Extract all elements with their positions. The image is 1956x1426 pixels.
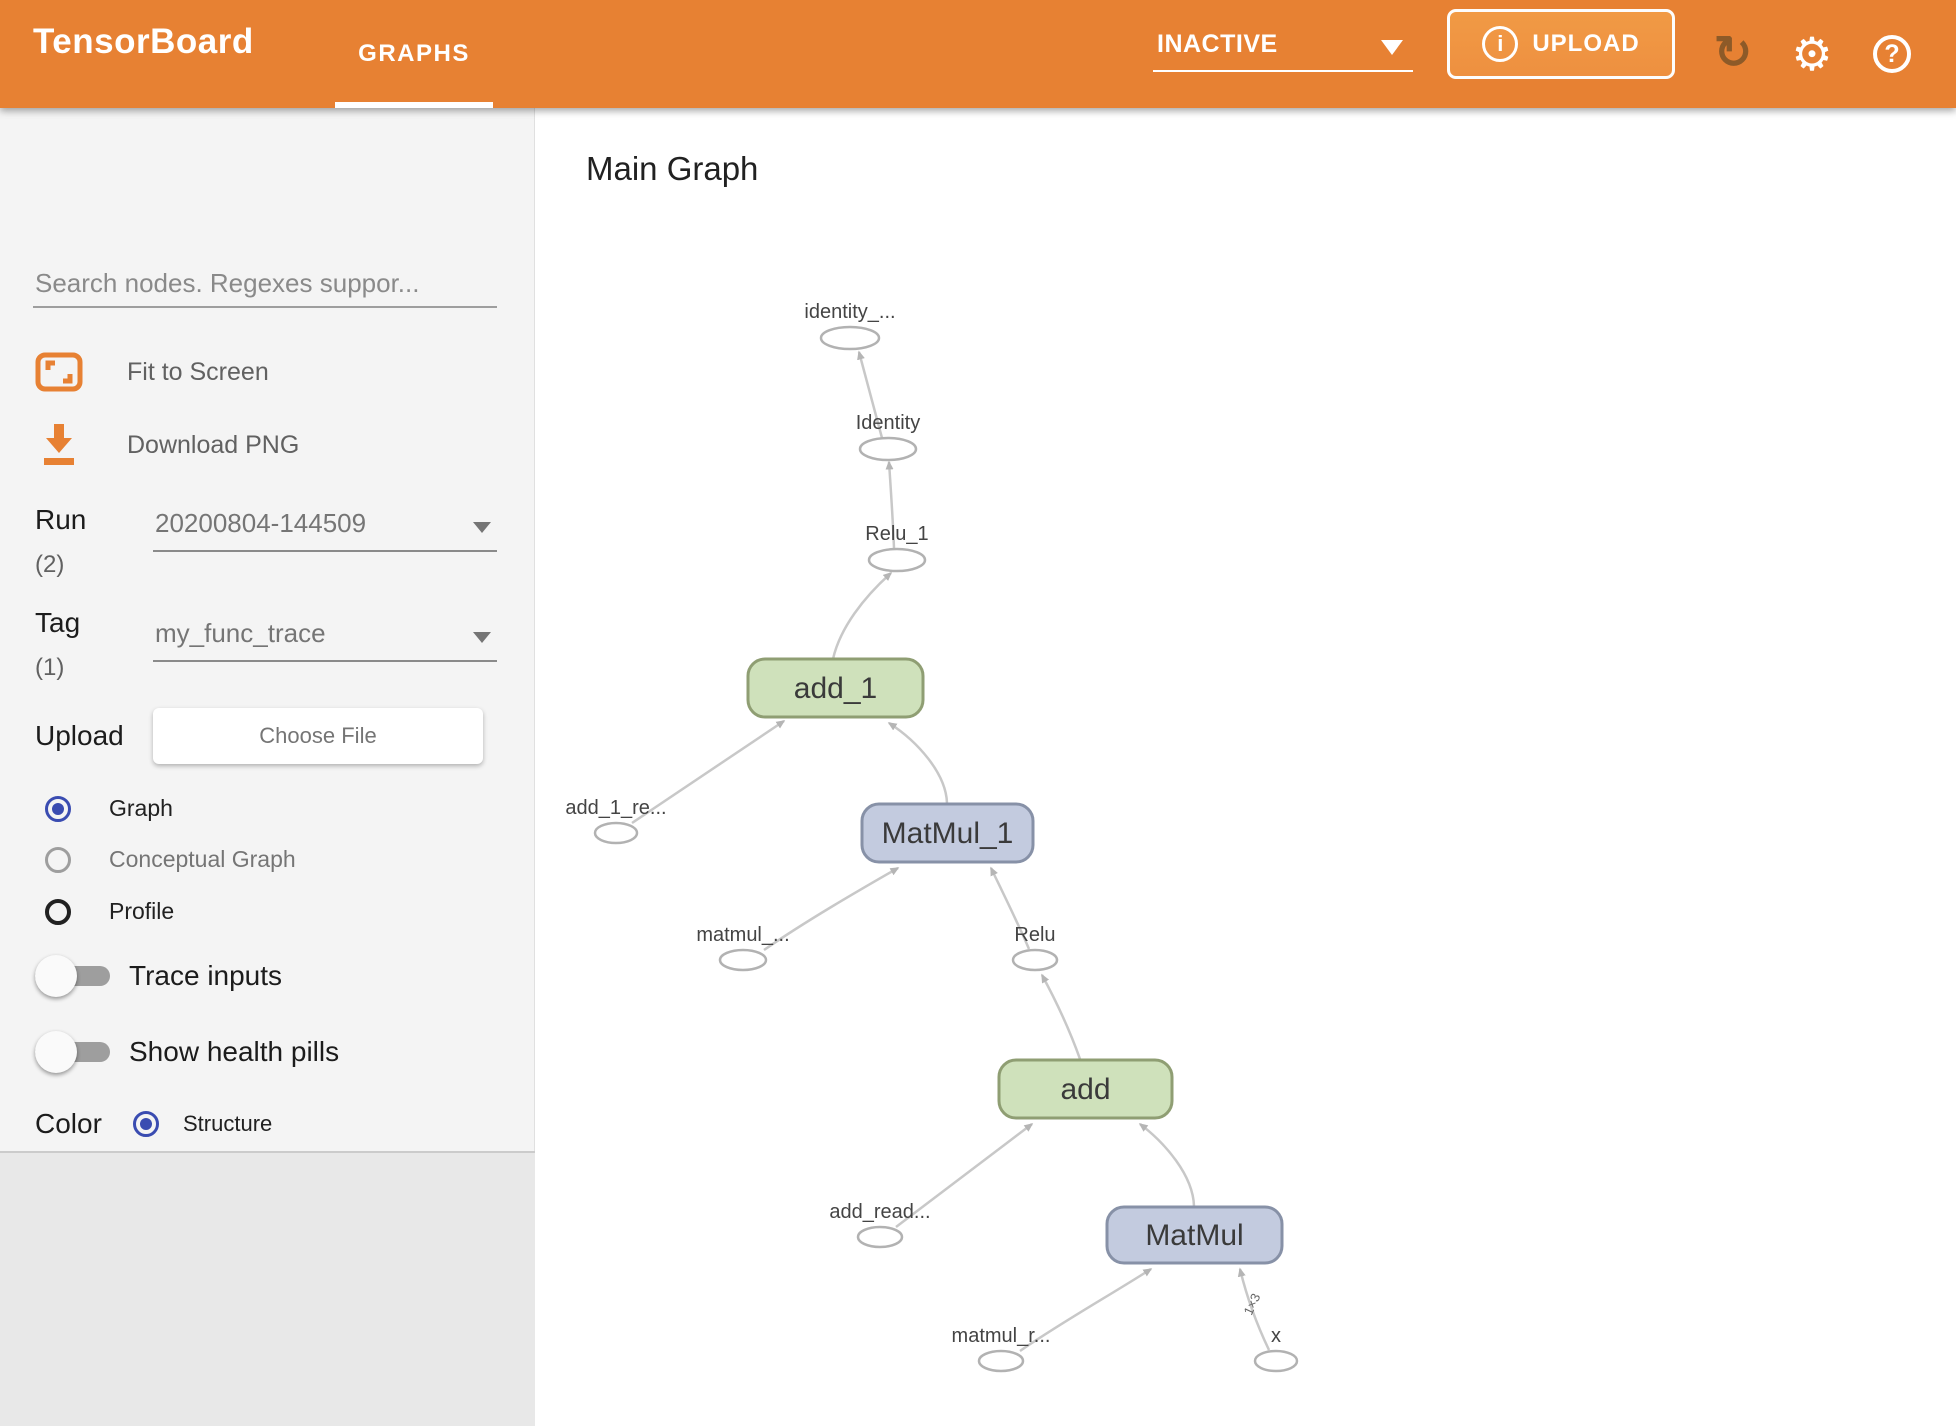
radio-selected-icon[interactable] xyxy=(133,1111,159,1137)
graph-node-matmul_[interactable]: matmul_... xyxy=(696,924,790,972)
choose-file-button[interactable]: Choose File xyxy=(153,708,483,764)
node-label: identity_... xyxy=(804,301,895,323)
node-label: add_1_re... xyxy=(565,797,666,819)
brand-logo: TensorBoard xyxy=(33,22,254,61)
download-png-button[interactable]: Download PNG xyxy=(35,422,299,468)
help-button[interactable]: ? xyxy=(1862,0,1922,108)
radio-profile[interactable]: Profile xyxy=(45,898,174,925)
graph-node-add[interactable]: add xyxy=(997,1058,1174,1120)
sidebar-divider xyxy=(0,1151,535,1153)
radio-unselected-icon xyxy=(45,846,71,873)
node-label: matmul_... xyxy=(696,924,789,946)
app-header: TensorBoard GRAPHS INACTIVE i UPLOAD ↻ ⚙… xyxy=(0,0,1956,108)
tag-label: Tag xyxy=(35,607,81,638)
color-label: Color xyxy=(35,1108,102,1139)
run-select-value: 20200804-144509 xyxy=(155,508,367,538)
edge-add-to-Relu xyxy=(1040,973,1082,1060)
refresh-icon: ↻ xyxy=(1713,26,1753,78)
node-label: matmul_r... xyxy=(952,1325,1051,1347)
fit-to-screen-icon xyxy=(35,352,83,392)
radio-graph[interactable]: Graph xyxy=(45,795,173,822)
node-label: add xyxy=(1060,1073,1110,1106)
edge-MatMul-to-add xyxy=(1138,1123,1196,1207)
edge-matmul_-to-MatMul_1 xyxy=(763,866,900,952)
graph-node-MatMul_1[interactable]: MatMul_1 xyxy=(860,802,1035,864)
radio-unselected-icon xyxy=(45,898,71,925)
color-by-row: Color Structure xyxy=(35,1108,272,1140)
run-select[interactable]: 20200804-144509 xyxy=(153,506,497,552)
edge-Identity-to-identity_out xyxy=(857,350,884,439)
refresh-button[interactable]: ↻ xyxy=(1703,0,1763,108)
graph-node-add_read[interactable]: add_read... xyxy=(829,1201,931,1249)
node-label: x xyxy=(1271,1325,1281,1347)
status-dropdown-value: INACTIVE xyxy=(1157,30,1278,58)
graph-node-x[interactable]: x xyxy=(1253,1325,1299,1373)
graph-node-add_1[interactable]: add_1 xyxy=(746,657,925,719)
info-icon: i xyxy=(1482,26,1519,62)
trace-inputs-label: Trace inputs xyxy=(129,960,283,991)
edge-matmul_r-to-MatMul xyxy=(1019,1267,1153,1353)
node-label: add_1 xyxy=(794,672,877,705)
node-label: MatMul xyxy=(1145,1219,1243,1252)
edge-label: 1×3 xyxy=(1240,1291,1263,1317)
tab-graphs[interactable]: GRAPHS xyxy=(358,40,470,67)
radio-conceptual-graph-label: Conceptual Graph xyxy=(109,846,296,872)
node-label: MatMul_1 xyxy=(882,817,1014,850)
radio-selected-icon xyxy=(45,795,71,822)
edge-Relu-to-MatMul_1 xyxy=(989,866,1031,950)
graph-node-add_1_re[interactable]: add_1_re... xyxy=(565,797,667,845)
graph-node-Relu[interactable]: Relu xyxy=(1011,924,1059,972)
fit-to-screen-label: Fit to Screen xyxy=(127,357,269,386)
tab-active-indicator xyxy=(335,102,493,108)
radio-profile-label: Profile xyxy=(109,898,175,924)
node-label: Relu_1 xyxy=(865,523,928,545)
edge-add_read-to-add xyxy=(895,1123,1034,1228)
edge-Relu_1-to-Identity xyxy=(885,460,896,549)
tag-count: (1) xyxy=(35,654,65,681)
search-input[interactable] xyxy=(33,260,497,308)
edge-add_1-to-Relu_1 xyxy=(831,572,893,660)
radio-conceptual-graph[interactable]: Conceptual Graph xyxy=(45,846,296,873)
legend-panel: Close legend. Graph (* = expandable) Nam… xyxy=(0,1153,535,1426)
radio-graph-label: Graph xyxy=(109,795,173,821)
edge-add_1_re-to-add_1 xyxy=(631,719,786,825)
node-label: Relu xyxy=(1014,924,1055,946)
toggle-off-icon xyxy=(35,1030,111,1074)
sidebar: Fit to Screen Download PNG Run (2) 20200… xyxy=(0,108,535,1426)
help-icon: ? xyxy=(1873,35,1911,73)
graph-node-identity_out[interactable]: identity_... xyxy=(804,301,896,351)
color-structure-label: Structure xyxy=(183,1111,273,1136)
show-health-pills-toggle[interactable]: Show health pills xyxy=(35,1030,339,1074)
main-graph-title: Main Graph xyxy=(586,150,759,187)
toggle-off-icon xyxy=(35,954,111,998)
node-label: Identity xyxy=(856,412,920,434)
show-health-pills-label: Show health pills xyxy=(129,1036,340,1067)
run-count: (2) xyxy=(35,551,65,578)
node-label: add_read... xyxy=(829,1201,930,1223)
status-dropdown[interactable]: INACTIVE xyxy=(1153,26,1413,72)
gear-icon: ⚙ xyxy=(1791,28,1833,80)
fit-to-screen-button[interactable]: Fit to Screen xyxy=(35,352,269,392)
graph-node-Identity[interactable]: Identity xyxy=(856,412,920,462)
chevron-down-icon xyxy=(473,632,491,643)
graph-node-matmul_r[interactable]: matmul_r... xyxy=(952,1325,1051,1373)
tag-select-value: my_func_trace xyxy=(155,618,326,648)
settings-button[interactable]: ⚙ xyxy=(1782,0,1842,108)
download-icon xyxy=(44,424,74,465)
edge-x-to-MatMul xyxy=(1237,1267,1271,1351)
chevron-down-icon xyxy=(1381,40,1403,55)
graph-node-MatMul[interactable]: MatMul xyxy=(1105,1205,1284,1265)
upload-button[interactable]: i UPLOAD xyxy=(1447,9,1675,79)
download-png-label: Download PNG xyxy=(127,430,300,459)
upload-button-label: UPLOAD xyxy=(1532,30,1640,57)
run-label: Run xyxy=(35,504,87,535)
edge-MatMul_1-to-add_1 xyxy=(887,721,949,804)
trace-inputs-toggle[interactable]: Trace inputs xyxy=(35,954,282,998)
upload-label: Upload xyxy=(35,720,124,751)
chevron-down-icon xyxy=(473,522,491,533)
graph-node-Relu_1[interactable]: Relu_1 xyxy=(865,523,929,573)
tag-select[interactable]: my_func_trace xyxy=(153,616,497,662)
